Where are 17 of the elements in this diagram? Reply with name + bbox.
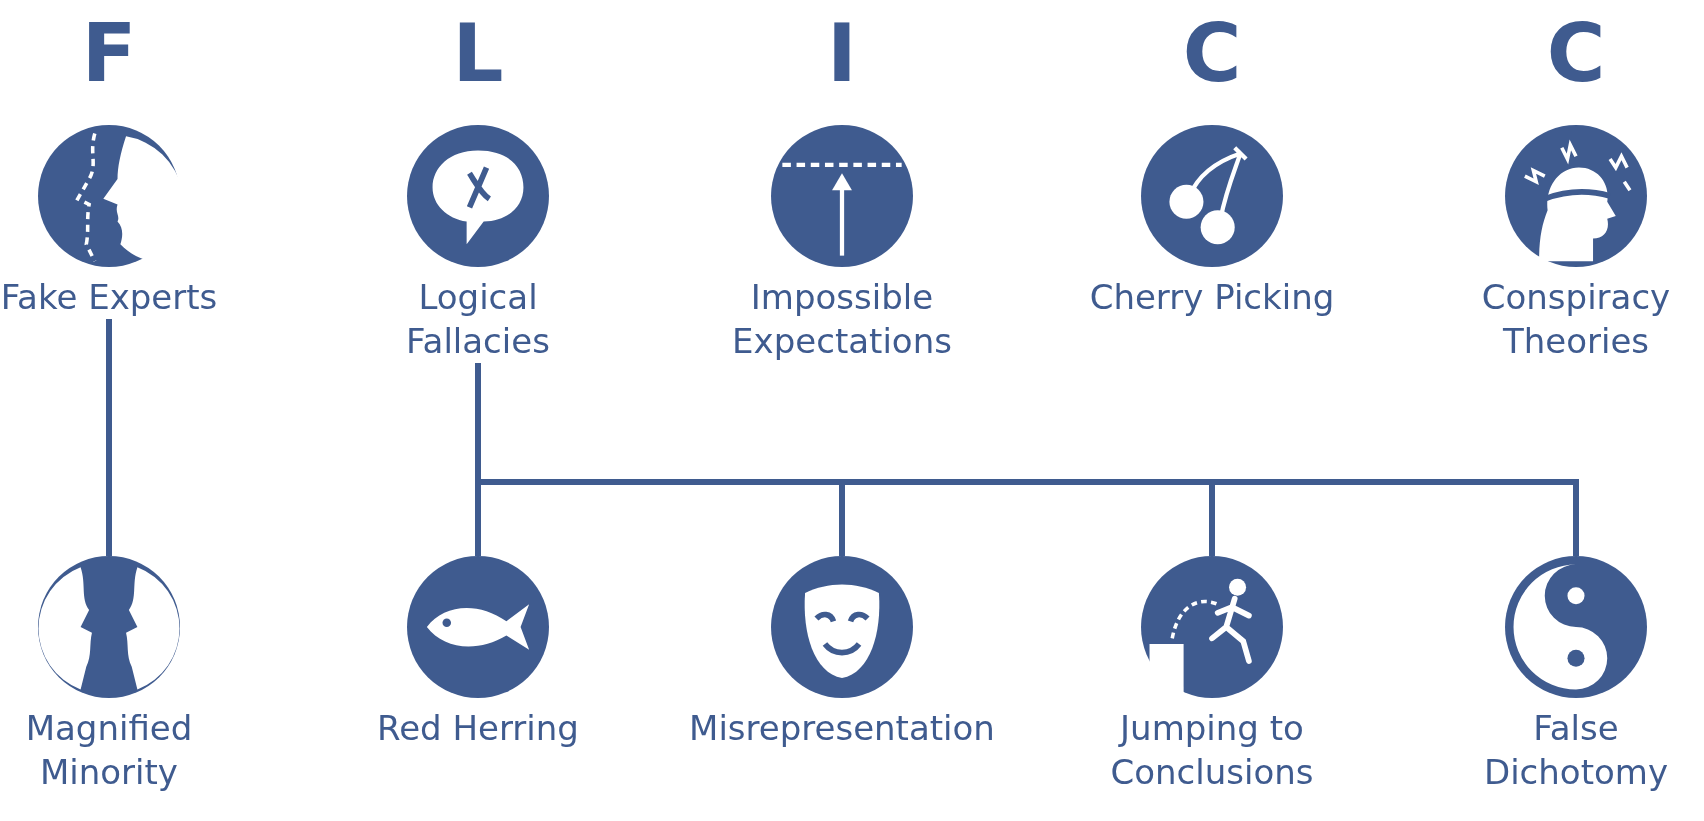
node-label: Magnified Minority (24, 707, 194, 794)
node-label: Conspiracy Theories (1480, 276, 1672, 363)
heading-letter: C (1182, 14, 1242, 94)
connector-line (475, 363, 1579, 556)
heading-letter: C (1546, 14, 1606, 94)
heading-letter: I (827, 14, 857, 94)
node-label: Impossible Expectations (731, 276, 953, 363)
connector-line (106, 319, 112, 556)
node-label: Misrepresentation (688, 707, 996, 750)
node-label: Logical Fallacies (405, 276, 551, 363)
node-label: Cherry Picking (1088, 276, 1336, 319)
node-label: Jumping to Conclusions (1109, 707, 1315, 794)
node-label: False Dichotomy (1482, 707, 1669, 794)
heading-letter: F (81, 14, 137, 94)
node-label: Fake Experts (0, 276, 219, 319)
node-label: Red Herring (376, 707, 580, 750)
heading-letter: L (452, 14, 504, 94)
